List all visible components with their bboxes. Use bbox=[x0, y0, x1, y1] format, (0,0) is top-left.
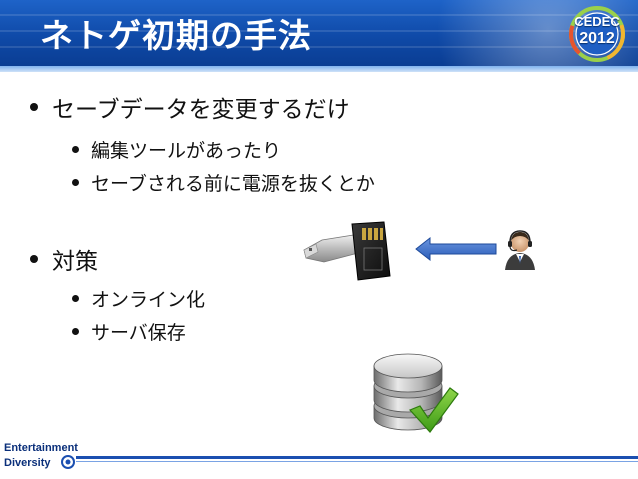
swirl-icon bbox=[61, 455, 75, 469]
bullet-text: セーブされる前に電源を抜くとか bbox=[91, 173, 375, 195]
cedec-logo-year: 2012 bbox=[579, 30, 615, 47]
user-with-headset-icon bbox=[505, 230, 535, 270]
database-check-icon bbox=[373, 353, 459, 433]
title-underline bbox=[0, 66, 638, 72]
bullet-text: 対策 bbox=[52, 249, 98, 275]
footer-line-thin bbox=[76, 461, 638, 462]
bullet-text: サーバ保存 bbox=[91, 322, 186, 344]
bullet-dot bbox=[72, 146, 79, 153]
cedec-logo: CEDEC 2012 bbox=[566, 5, 628, 63]
usb-and-memory-card-icon bbox=[303, 221, 391, 281]
arrow-left-icon bbox=[415, 236, 497, 262]
footer-logo-line2: Diversity bbox=[4, 457, 51, 469]
bullet-text: オンライン化 bbox=[91, 289, 206, 311]
bullet-power-off: セーブされる前に電源を抜くとか bbox=[72, 169, 375, 196]
bullet-countermeasure: 対策 bbox=[30, 242, 98, 276]
entertainment-diversity-logo: Entertainment Diversity bbox=[4, 438, 82, 476]
footer-logo-line1: Entertainment bbox=[4, 442, 78, 454]
bullet-dot bbox=[72, 295, 79, 302]
bullet-online: オンライン化 bbox=[72, 285, 205, 312]
bullet-dot bbox=[30, 103, 38, 111]
bullet-dot bbox=[72, 179, 79, 186]
bullet-edit-tool: 編集ツールがあったり bbox=[72, 136, 281, 163]
bullet-save-data: セーブデータを変更するだけ bbox=[30, 90, 350, 124]
cedec-ring-icon bbox=[569, 6, 625, 62]
bullet-dot bbox=[72, 328, 79, 335]
bullet-dot bbox=[30, 255, 38, 263]
bullet-text: 編集ツールがあったり bbox=[91, 140, 282, 162]
slide-title: ネトゲ初期の手法 bbox=[40, 16, 312, 55]
bullet-text: セーブデータを変更するだけ bbox=[52, 97, 350, 123]
footer-line bbox=[76, 456, 638, 459]
cedec-logo-text: CEDEC bbox=[574, 14, 620, 29]
title-bar: ネトゲ初期の手法 CEDEC 2012 bbox=[0, 0, 638, 66]
bullet-server-save: サーバ保存 bbox=[72, 318, 186, 345]
